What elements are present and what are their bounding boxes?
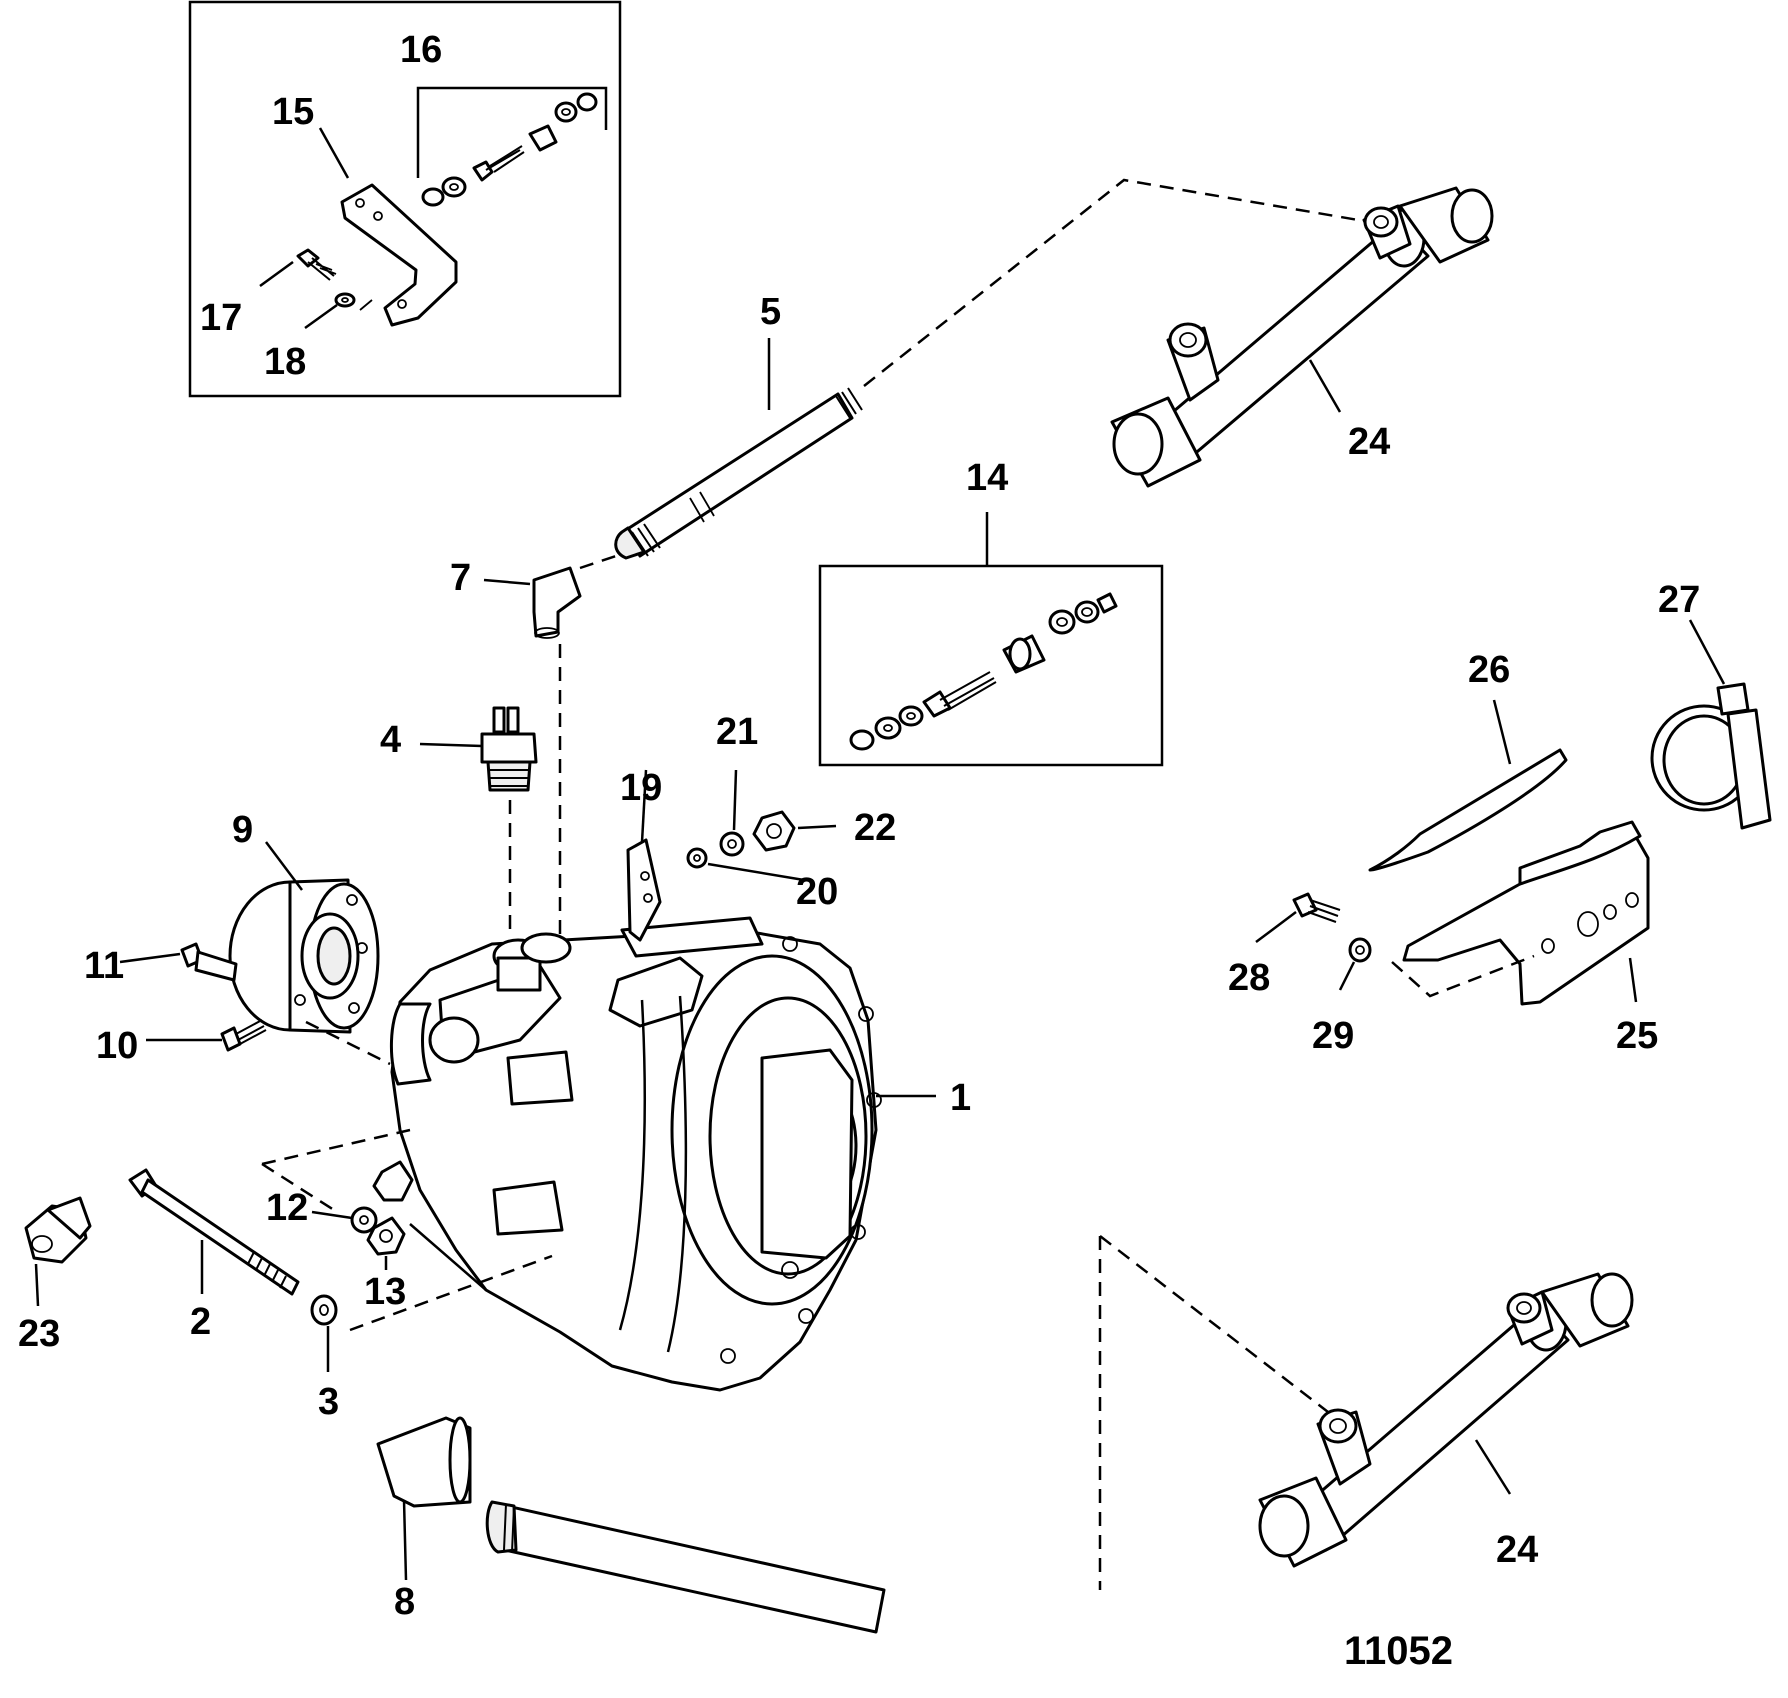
part-4-sender	[419, 706, 538, 936]
callout-3: 3	[318, 1381, 339, 1423]
part-24-cooler-bottom	[1098, 1235, 1634, 1590]
part-9-flange	[228, 841, 391, 1066]
callout-2: 2	[190, 1301, 211, 1343]
callout-4: 4	[380, 719, 401, 761]
bolt-11	[119, 942, 238, 982]
callout-29: 29	[1312, 1015, 1354, 1057]
callout-8: 8	[394, 1581, 415, 1623]
inset-hardware-kit-14	[818, 512, 1164, 767]
parts-20-22-washers-nut	[686, 769, 837, 882]
callout-22: 22	[854, 807, 896, 849]
callout-19: 19	[620, 767, 662, 809]
part-24-cooler-top	[1110, 186, 1494, 488]
parts-28-29	[1255, 892, 1372, 991]
part-5-hose-fitting	[579, 178, 1371, 570]
part-7-elbow-fitting	[483, 566, 582, 962]
callout-5: 5	[760, 291, 781, 333]
callout-13: 13	[364, 1271, 406, 1313]
callout-9: 9	[232, 809, 253, 851]
callout-1: 1	[950, 1077, 971, 1119]
part-3-washer	[310, 1294, 338, 1372]
parts-12-13	[311, 1160, 487, 1291]
part-8-elbow-hose	[376, 1416, 886, 1634]
callout-18: 18	[264, 341, 306, 383]
callout-labels: 16 15 17 18 5 24 14 7 27 26 4 21 19 22 9…	[18, 29, 1700, 1673]
callout-24-top: 24	[1348, 421, 1390, 463]
callout-20: 20	[796, 871, 838, 913]
callout-17: 17	[200, 297, 242, 339]
dash-left-mid	[261, 1162, 335, 1212]
hardware-stack-16	[416, 86, 608, 207]
callout-11: 11	[84, 945, 124, 987]
leader-19	[640, 769, 648, 843]
part-25-bracket	[1391, 820, 1650, 1006]
figure-number: 11052	[1344, 1629, 1453, 1673]
dash-left-lower	[349, 1254, 553, 1332]
callout-15: 15	[272, 91, 314, 133]
callout-7: 7	[450, 557, 471, 599]
part-23-fitting	[24, 1196, 92, 1307]
callout-23: 23	[18, 1313, 60, 1355]
callout-24-bottom: 24	[1496, 1529, 1538, 1571]
callout-27: 27	[1658, 579, 1700, 621]
bolt-10	[146, 1019, 267, 1052]
callout-26: 26	[1468, 649, 1510, 691]
part-2-long-bolt	[128, 1168, 300, 1296]
callout-21: 21	[716, 711, 758, 753]
callout-10: 10	[96, 1025, 138, 1067]
dash-left-upper	[261, 1128, 411, 1166]
part-27-clamp	[1650, 619, 1772, 830]
callout-12: 12	[266, 1187, 308, 1229]
callout-25: 25	[1616, 1015, 1658, 1057]
inset-bracket-kit	[188, 0, 622, 398]
part-26-strap	[1368, 699, 1568, 872]
callout-28: 28	[1228, 957, 1270, 999]
callout-16: 16	[400, 29, 442, 71]
part-1-transmission	[390, 838, 936, 1392]
bolt-17	[259, 248, 337, 288]
callout-14: 14	[966, 457, 1008, 499]
